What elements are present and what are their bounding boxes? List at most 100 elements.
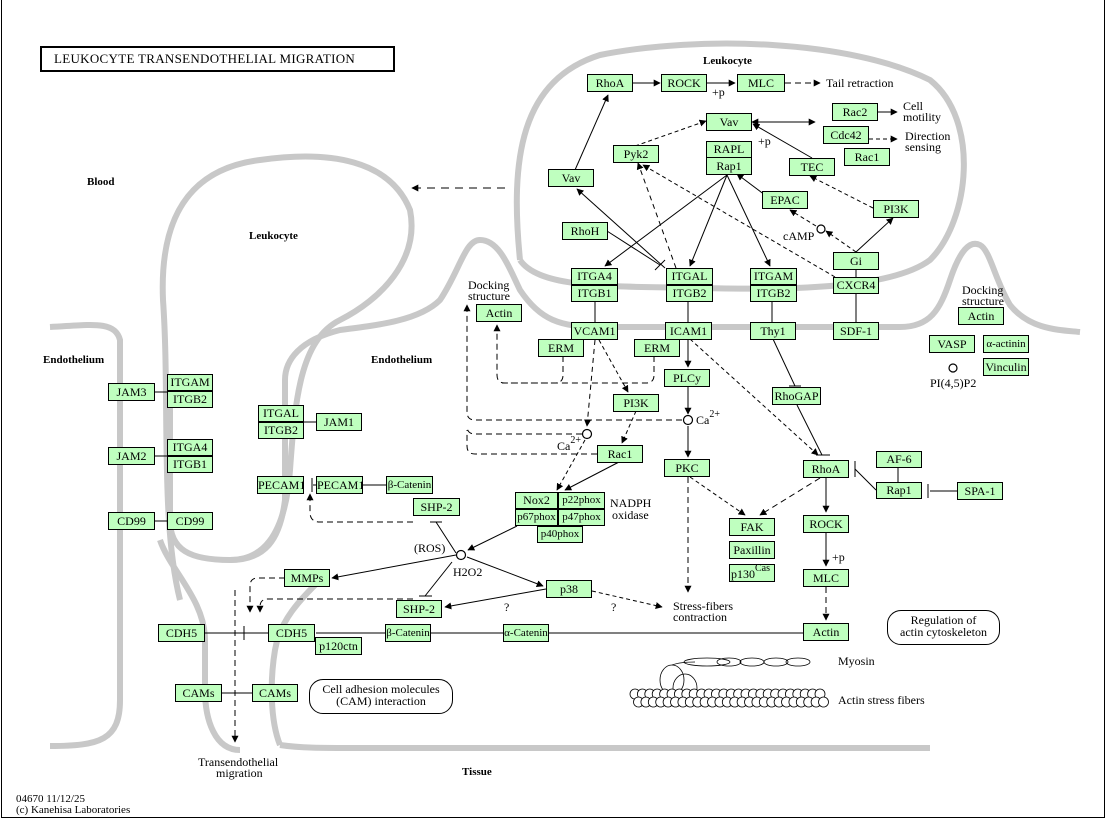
gene-node-pkc[interactable]: PKC <box>664 459 710 477</box>
label-cell-motility-2: motility <box>903 110 942 124</box>
gene-node-itgb2-l[interactable]: ITGB2 <box>167 391 213 408</box>
gene-node-cams-b[interactable]: CAMs <box>252 684 298 702</box>
reg-link-line1: Regulation of <box>910 613 977 627</box>
gene-node-vav-mid[interactable]: Vav <box>706 113 752 131</box>
gene-node-erm-1[interactable]: ERM <box>538 339 584 357</box>
gene-node-vasp[interactable]: VASP <box>929 335 975 353</box>
gene-node-cdh5-b[interactable]: CDH5 <box>268 624 315 642</box>
gene-node-cd99-b[interactable]: CD99 <box>167 512 213 530</box>
gene-node-vav-left[interactable]: Vav <box>548 169 594 187</box>
edge-ros-shp2a <box>435 521 457 554</box>
gene-node-tec[interactable]: TEC <box>789 158 835 176</box>
label-nadph-2: oxidase <box>612 508 649 522</box>
gene-node-rock-top[interactable]: ROCK <box>661 74 707 92</box>
label-q2: ? <box>611 600 617 614</box>
gene-node-itgal[interactable]: ITGAL <box>666 268 713 285</box>
gene-node-paxillin[interactable]: Paxillin <box>729 541 775 559</box>
gene-node-itgam-l[interactable]: ITGAM <box>167 374 213 391</box>
gene-node-shp2-b[interactable]: SHP-2 <box>396 600 442 618</box>
gene-node-cdh5-a[interactable]: CDH5 <box>158 624 205 642</box>
gene-node-rac2[interactable]: Rac2 <box>832 103 878 121</box>
gene-node-shp2-a[interactable]: SHP-2 <box>413 498 460 516</box>
gene-node-icam1[interactable]: ICAM1 <box>665 322 712 340</box>
edge-p38-stress <box>591 590 663 610</box>
actin-cytoskeleton-map-link[interactable]: Regulation of actin cytoskeleton <box>887 610 1000 645</box>
gene-node-rapl[interactable]: RAPL <box>706 141 752 158</box>
ca-compound-2[interactable] <box>581 428 593 440</box>
gene-node-a-catenin[interactable]: α-Catenin <box>503 624 549 642</box>
gene-node-p120ctn[interactable]: p120ctn <box>315 637 362 655</box>
gene-node-vinculin[interactable]: Vinculin <box>983 358 1029 376</box>
gene-node-itga4-l[interactable]: ITGA4 <box>167 439 213 456</box>
gene-node-actin-bottom[interactable]: Actin <box>803 623 849 641</box>
gene-node-jam1[interactable]: JAM1 <box>316 413 362 431</box>
h2o2-compound[interactable] <box>455 549 467 561</box>
gene-node-p67phox[interactable]: p67phox <box>515 509 558 526</box>
gene-node-pi3k-mid[interactable]: PI3K <box>613 394 659 412</box>
gene-node-itgb2-a[interactable]: ITGB2 <box>666 285 713 302</box>
gene-node-mlc-top[interactable]: MLC <box>737 74 785 92</box>
gene-node-cd99-a[interactable]: CD99 <box>108 512 155 530</box>
gene-node-epac[interactable]: EPAC <box>762 191 808 209</box>
edge-rap1-itgal <box>689 174 728 267</box>
gene-node-vcam1[interactable]: VCAM1 <box>571 322 618 340</box>
gene-node-p130cas[interactable]: p130Cas <box>729 564 775 582</box>
label-cell-motility-1: Cell <box>903 99 923 113</box>
edge-erm2-actin <box>500 356 655 384</box>
gene-node-mlc-mid[interactable]: MLC <box>803 569 849 587</box>
gene-node-p22phox[interactable]: p22phox <box>558 492 605 509</box>
gene-node-pecam1-b[interactable]: PECAM1 <box>316 476 363 494</box>
gene-node-fak[interactable]: FAK <box>729 518 775 536</box>
gene-node-nox2[interactable]: Nox2 <box>515 492 558 509</box>
gene-node-thy1[interactable]: Thy1 <box>750 322 796 340</box>
gene-node-gi[interactable]: Gi <box>833 252 879 270</box>
gene-node-p40phox[interactable]: p40phox <box>537 526 583 543</box>
gene-node-actin-dock[interactable]: Actin <box>476 304 522 322</box>
gene-node-rac1-top[interactable]: Rac1 <box>844 148 890 166</box>
gene-node-cxcr4[interactable]: CXCR4 <box>833 277 879 294</box>
gene-node-rock-mid[interactable]: ROCK <box>803 515 849 533</box>
gene-node-rhogap[interactable]: RhoGAP <box>772 387 821 405</box>
gene-node-itgb1[interactable]: ITGB1 <box>571 285 618 302</box>
gene-node-rap1-mid[interactable]: Rap1 <box>876 482 922 499</box>
gene-node-erm-2[interactable]: ERM <box>634 339 680 357</box>
gene-node-itgb2-m[interactable]: ITGB2 <box>258 422 304 439</box>
gene-node-b-catenin-2[interactable]: β-Catenin <box>385 624 431 642</box>
gene-node-rap1-top[interactable]: Rap1 <box>706 157 752 175</box>
gene-node-jam3[interactable]: JAM3 <box>108 383 155 401</box>
gene-node-b-catenin-1[interactable]: β-Catenin <box>386 476 433 494</box>
gene-node-itgam[interactable]: ITGAM <box>750 268 797 285</box>
gene-node-plcy[interactable]: PLCy <box>664 369 710 387</box>
gene-node-spa1[interactable]: SPA-1 <box>957 482 1003 500</box>
ca-compound-1[interactable] <box>682 414 694 426</box>
gene-node-itgal-m[interactable]: ITGAL <box>258 405 304 422</box>
edge-epac-rap1 <box>736 173 766 196</box>
gene-node-p47phox[interactable]: p47phox <box>558 509 605 526</box>
gene-node-rhoa-top[interactable]: RhoA <box>587 74 633 92</box>
gene-node-jam2[interactable]: JAM2 <box>108 447 155 465</box>
gene-node-sdf1[interactable]: SDF-1 <box>833 322 879 340</box>
gene-node-mmps[interactable]: MMPs <box>284 569 330 587</box>
gene-node-rac1-mid[interactable]: Rac1 <box>597 445 643 463</box>
camp-compound[interactable] <box>816 224 826 234</box>
gene-node-rhoa-mid[interactable]: RhoA <box>803 460 849 478</box>
label-ca-1: Ca2+ <box>696 410 720 427</box>
ca-text: Ca <box>557 439 571 453</box>
gene-node-cdc42[interactable]: Cdc42 <box>823 126 869 144</box>
gene-node-itga4[interactable]: ITGA4 <box>571 268 618 285</box>
gene-node-af6[interactable]: AF-6 <box>876 451 922 468</box>
gene-node-alpha-actinin[interactable]: α-actinin <box>983 335 1029 353</box>
pip2-compound[interactable] <box>948 363 958 373</box>
cam-interaction-map-link[interactable]: Cell adhesion molecules (CAM) interactio… <box>309 679 453 714</box>
gene-node-cams-a[interactable]: CAMs <box>175 684 222 702</box>
edge-rac1-nox2 <box>564 461 620 491</box>
gene-node-pi3k-top[interactable]: PI3K <box>873 200 919 218</box>
gene-node-p38[interactable]: p38 <box>546 580 592 598</box>
gene-node-pyk2[interactable]: Pyk2 <box>613 145 659 163</box>
edge-gi-pi3k <box>855 217 894 253</box>
gene-node-itgb1-l[interactable]: ITGB1 <box>167 456 213 473</box>
gene-node-actin-right[interactable]: Actin <box>958 307 1004 325</box>
gene-node-itgb2-b[interactable]: ITGB2 <box>750 285 797 302</box>
gene-node-rhoh[interactable]: RhoH <box>562 222 608 240</box>
gene-node-pecam1-a[interactable]: PECAM1 <box>257 476 304 494</box>
